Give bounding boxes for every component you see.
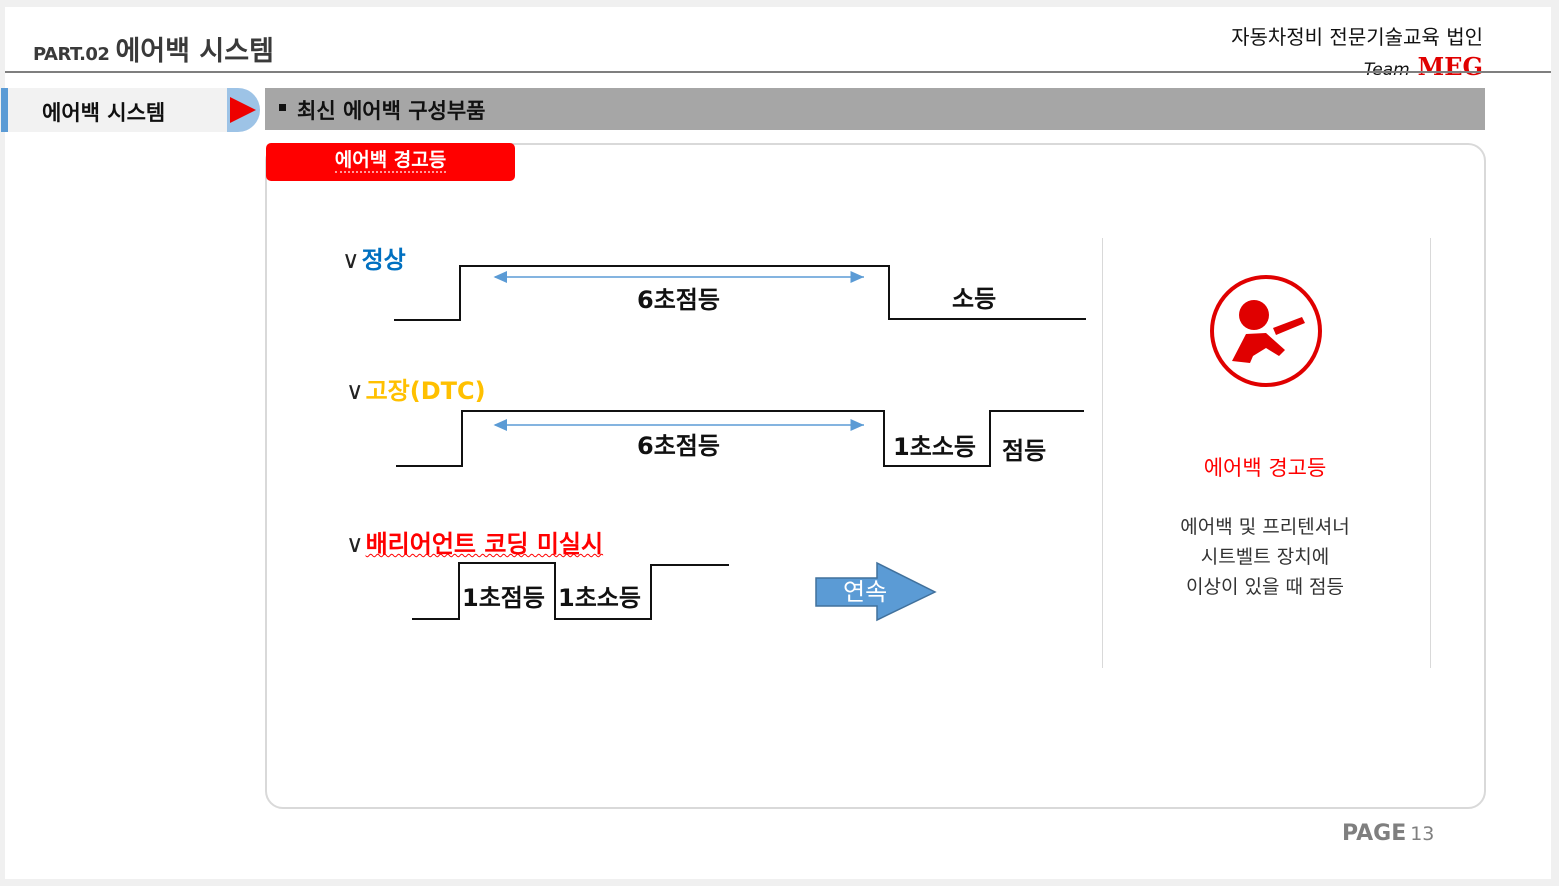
variant-state-heading: ∨배리어언트 코딩 미실시 xyxy=(346,524,603,559)
description-line: 이상이 있을 때 점등 xyxy=(1186,576,1344,598)
warning-light-title: 에어백 경고등 xyxy=(1203,456,1327,480)
page-word: PAGE xyxy=(1342,821,1407,846)
sidebar-tab-airbag-system[interactable]: 에어백 시스템 xyxy=(1,88,227,132)
organization-block: 자동차정비 전문기술교육 법인 Team MEG xyxy=(1231,21,1483,81)
description-line: 시트벨트 장치에 xyxy=(1200,546,1330,568)
fault-signal-waveform xyxy=(396,410,1084,467)
fault-off-label: 1초소등 xyxy=(893,433,976,461)
fault-state-label: 고장(DTC) xyxy=(365,377,486,405)
description-line: 에어백 및 프리텐셔너 xyxy=(1180,516,1350,538)
section-title: 최신 에어백 구성부품 xyxy=(297,99,486,123)
airbag-warning-icon xyxy=(1210,275,1322,387)
variant-off-label: 1초소등 xyxy=(558,584,641,612)
title-divider xyxy=(5,71,1551,73)
fault-on-label: 점등 xyxy=(1002,437,1047,465)
section-header: 최신 에어백 구성부품 xyxy=(265,88,1485,130)
tab-accent-bar xyxy=(1,88,8,132)
organization-name: 자동차정비 전문기술교육 법인 xyxy=(1231,25,1483,49)
check-icon: ∨ xyxy=(346,530,364,558)
variant-signal-waveform xyxy=(412,562,729,620)
panel-divider-right xyxy=(1430,238,1431,668)
bullet-icon xyxy=(279,104,286,111)
variant-state-label: 배리어언트 코딩 미실시 xyxy=(365,530,604,558)
normal-state-label: 정상 xyxy=(361,246,406,274)
check-icon: ∨ xyxy=(346,377,364,405)
check-icon: ∨ xyxy=(342,246,360,274)
fault-state-heading: ∨고장(DTC) xyxy=(346,371,486,406)
continue-label: 연속 xyxy=(843,578,888,606)
part-number: PART.02 xyxy=(33,44,110,65)
normal-state-heading: ∨정상 xyxy=(342,240,406,275)
continue-arrow-icon xyxy=(815,561,937,622)
play-arrow-icon xyxy=(230,97,256,123)
badge-label: 에어백 경고등 xyxy=(334,149,447,173)
page-number-value: 13 xyxy=(1410,823,1435,845)
panel-divider-left xyxy=(1102,238,1103,668)
warning-light-badge: 에어백 경고등 xyxy=(266,143,515,181)
sidebar-tab-label: 에어백 시스템 xyxy=(42,101,166,125)
normal-blink-label: 6초점등 xyxy=(637,286,720,314)
team-label: Team xyxy=(1363,60,1410,80)
content-panel xyxy=(265,143,1486,809)
part-title: 에어백 시스템 xyxy=(115,36,274,67)
fault-blink-label: 6초점등 xyxy=(637,432,720,460)
team-line: Team MEG xyxy=(1231,52,1483,81)
brand-logo: MEG xyxy=(1417,52,1483,81)
normal-signal-waveform xyxy=(394,265,1086,321)
normal-off-label: 소등 xyxy=(952,285,997,313)
variant-on-label: 1초점등 xyxy=(462,584,545,612)
warning-light-description: 에어백 및 프리텐셔너 시트벨트 장치에 이상이 있을 때 점등 xyxy=(1100,512,1430,602)
